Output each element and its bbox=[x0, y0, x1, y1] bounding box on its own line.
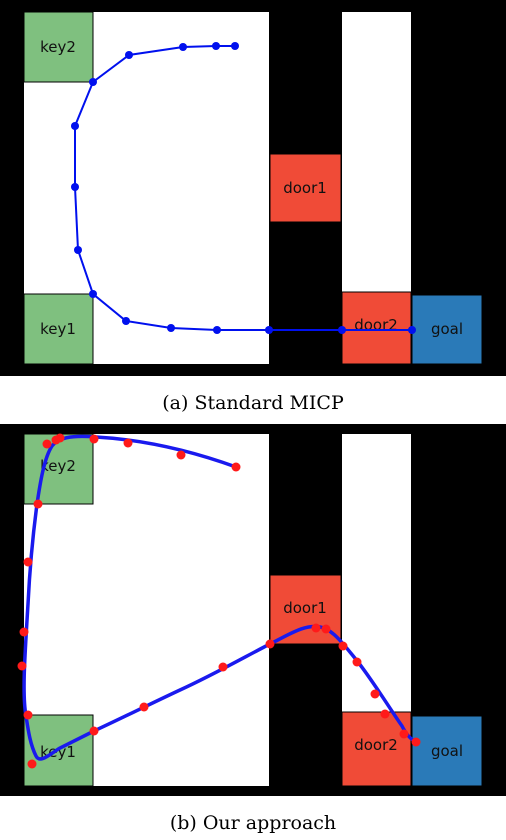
waypoint bbox=[167, 324, 175, 332]
region-goal-label: goal bbox=[431, 742, 463, 760]
sample-point bbox=[33, 499, 43, 509]
waypoint bbox=[213, 326, 221, 334]
region-key2 bbox=[23, 11, 94, 83]
waypoint bbox=[231, 42, 239, 50]
sample-point bbox=[380, 709, 390, 719]
sample-point bbox=[19, 627, 29, 637]
sample-point bbox=[89, 434, 99, 444]
region-door2 bbox=[341, 291, 412, 365]
approach-samples bbox=[17, 433, 421, 769]
sample-point bbox=[352, 657, 362, 667]
region-key2-label: key2 bbox=[40, 457, 76, 475]
region-key2 bbox=[23, 433, 94, 505]
sample-point bbox=[176, 450, 186, 460]
sample-point bbox=[370, 689, 380, 699]
region-door2-label: door2 bbox=[354, 316, 398, 334]
region-goal-label: goal bbox=[431, 320, 463, 338]
sample-point bbox=[218, 662, 228, 672]
caption-standard-micp: (a) Standard MICP bbox=[162, 392, 344, 414]
waypoint bbox=[265, 326, 273, 334]
region-key1 bbox=[23, 293, 94, 365]
waypoint bbox=[338, 326, 346, 334]
waypoint bbox=[89, 290, 97, 298]
region-door2-label: door2 bbox=[354, 736, 398, 754]
panel-standard-micp: key2 key1 door1 door2 goal bbox=[0, 0, 506, 376]
sample-point bbox=[311, 623, 321, 633]
sample-point bbox=[411, 737, 421, 747]
region-door1 bbox=[269, 153, 342, 223]
sample-point bbox=[265, 639, 275, 649]
sample-point bbox=[23, 710, 33, 720]
approach-diagram: key2 key1 door1 door2 goal bbox=[17, 433, 483, 787]
sample-point bbox=[338, 641, 348, 651]
waypoint bbox=[71, 183, 79, 191]
sample-point bbox=[17, 661, 27, 671]
region-goal bbox=[411, 294, 483, 365]
sample-point bbox=[51, 435, 61, 445]
region-key1-label: key1 bbox=[40, 320, 76, 338]
micp-waypoints bbox=[71, 42, 416, 334]
sample-point bbox=[321, 624, 331, 634]
micp-diagram: key2 key1 door1 door2 goal bbox=[23, 11, 483, 365]
waypoint bbox=[408, 326, 416, 334]
sample-point bbox=[399, 729, 409, 739]
sample-point bbox=[23, 557, 33, 567]
caption-our-approach: (b) Our approach bbox=[169, 812, 337, 834]
region-goal bbox=[411, 715, 483, 787]
sample-point bbox=[231, 462, 241, 472]
sample-point bbox=[27, 759, 37, 769]
sample-point bbox=[42, 439, 52, 449]
region-door1-label: door1 bbox=[283, 179, 327, 197]
waypoint bbox=[122, 317, 130, 325]
waypoint bbox=[89, 78, 97, 86]
region-door1-label: door1 bbox=[283, 599, 327, 617]
sample-point bbox=[123, 438, 133, 448]
region-key2-label: key2 bbox=[40, 38, 76, 56]
waypoint bbox=[71, 122, 79, 130]
sample-point bbox=[139, 702, 149, 712]
panel-our-approach: key2 key1 door1 door2 goal bbox=[0, 424, 506, 796]
waypoint bbox=[125, 51, 133, 59]
waypoint bbox=[212, 42, 220, 50]
sample-point bbox=[89, 726, 99, 736]
waypoint bbox=[74, 246, 82, 254]
waypoint bbox=[179, 43, 187, 51]
